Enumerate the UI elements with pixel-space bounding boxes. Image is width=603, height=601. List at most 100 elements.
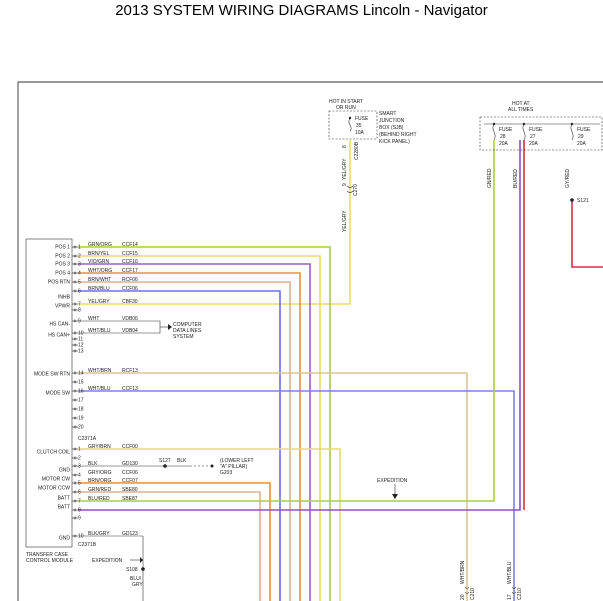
a-pin-num-6: 6 [78, 289, 81, 295]
b-wire-color-6: GRN/RED [88, 487, 111, 493]
b-pin-num-5: 5 [78, 481, 81, 487]
module-pin-label-6: INHB [58, 295, 71, 301]
b-pin-num-10: 10 [78, 534, 84, 540]
module-pin-label-14: MOTOR CW [42, 477, 71, 483]
a-pin-socket-icon [73, 280, 77, 284]
wire-b7 [78, 140, 521, 511]
module-pin-label-7: VPWR [55, 304, 70, 310]
c210-connector-icon [511, 586, 517, 594]
computer-label-2: DATA LINES [173, 328, 202, 334]
fuse-28-amp: 20A [499, 141, 509, 147]
hot-run-label-2: OR RUN [336, 105, 356, 111]
module-pin-label-8: HS CAN- [49, 322, 70, 328]
module-pin-label-9: HS CAN+ [48, 333, 70, 339]
a-pin-socket-icon [73, 371, 77, 375]
connector-a-label: C2371A [78, 436, 97, 442]
wire-a3 [78, 263, 311, 601]
a-pin-socket-icon [73, 302, 77, 306]
fuse-29-amp: 20A [577, 141, 587, 147]
a-circuit-1: CCF14 [122, 242, 138, 248]
c210-pin-17: 17 [507, 594, 513, 600]
a-pin-num-4: 4 [78, 271, 81, 277]
module-pin-label-16: BATT [58, 496, 70, 502]
wire-b5 [78, 491, 261, 601]
module-pin-label-5: POS RTN [48, 280, 71, 286]
sjb-line-2: JUNCTION [379, 118, 405, 124]
a-wire-color-2: BRN/YEL [88, 251, 110, 257]
a-pin-num-20: 20 [78, 425, 84, 431]
c270-connector-icon [346, 185, 354, 193]
sjb-pin: C2280B [354, 141, 360, 160]
connector-b-label: C2371B [78, 542, 97, 548]
module-pin-label-17: BATT [58, 505, 70, 511]
fuse-29-num: 29 [578, 134, 584, 140]
b-circuit-4: CCF06 [122, 470, 138, 476]
wire-a14 [78, 372, 468, 601]
fuse-27-amp: 20A [529, 141, 539, 147]
expedition-arrow-icon [392, 494, 398, 499]
b-wire-color-1: GRY/BRN [88, 444, 111, 450]
g203-label: G203 [220, 470, 232, 476]
wire-b4 [78, 482, 271, 601]
pin-marks [72, 245, 78, 538]
ground-loc-1: (LOWER LEFT [220, 458, 254, 464]
a-circuit-14: RCF13 [122, 368, 138, 374]
a-pin-socket-icon [73, 254, 77, 258]
computer-label-3: SYSTEM [173, 334, 194, 340]
module-pin-labels: POS 1 POS 2 POS 3 POS 4 POS RTN INHB VPWR HS CA… [34, 245, 71, 542]
a-pin-num-18: 18 [78, 407, 84, 413]
b-pin-num-9: 9 [78, 516, 81, 522]
a-pin-socket-icon [73, 262, 77, 266]
a-pin-socket-icon [73, 343, 77, 347]
hot-fuse-box [479, 116, 603, 151]
a-pin-num-16: 16 [78, 389, 84, 395]
wire-yel-gry [78, 140, 351, 305]
b-wire-color-5: BRN/ORG [88, 478, 111, 484]
c210-pin-20: 20 [460, 594, 466, 600]
b-circuit-3: GD130 [122, 461, 138, 467]
a-pin-socket-icon [73, 425, 77, 429]
expedition2-arrow-icon [140, 557, 143, 563]
a-circuit-4: CCF17 [122, 268, 138, 274]
s127-splice [163, 464, 167, 468]
module-pin-label-3: POS 3 [55, 262, 70, 268]
tccm-name-2: CONTROL MODULE [26, 558, 74, 564]
a-pin-socket-icon [73, 398, 77, 402]
b-pin-num-3: 3 [78, 464, 81, 470]
wire-yelgry-label-1: YEL/GRY [342, 158, 348, 180]
s127-label: S127 [159, 458, 171, 464]
module-pin-label-2: POS 2 [55, 254, 70, 260]
fuse35-label: FUSE [355, 116, 369, 122]
fuse35-amp: 10A [355, 130, 365, 136]
b-circuit-10: GD123 [122, 531, 138, 537]
fuse-29-icon [570, 124, 574, 141]
sjb-line-1: SMART [379, 111, 396, 117]
s108-splice [141, 567, 145, 571]
s108-label: S108 [126, 567, 138, 573]
module-pin-label-1: POS 1 [55, 245, 70, 251]
a-pin-socket-icon [73, 271, 77, 275]
b-pin-num-8: 8 [78, 508, 81, 514]
module-pin-label-4: POS 4 [55, 271, 70, 277]
expedition-label: EXPEDITION [377, 478, 408, 484]
b-pin-socket-icon [73, 464, 77, 468]
sjb-line-4: (BEHIND RIGHT [379, 132, 417, 138]
module-pin-label-15: MOTOR CCW [38, 486, 70, 492]
a-circuit-5: RCF06 [122, 277, 138, 283]
b-pin-socket-icon [73, 499, 77, 503]
a-pin-socket-icon [73, 380, 77, 384]
module-pin-label-18: GND [59, 536, 71, 542]
b-wire-color-4: GRY/ORG [88, 470, 112, 476]
a-pin-num-19: 19 [78, 416, 84, 422]
fuse-27-icon [522, 124, 526, 141]
b-pin-num-6: 6 [78, 490, 81, 496]
ground-loc-2: "A" PILLAR) [220, 464, 248, 470]
a-pin-socket-icon [73, 331, 77, 335]
a-circuit-2: CCF15 [122, 251, 138, 257]
hot-run-label-1: HOT IN START [329, 99, 363, 105]
expedition2-label: EXPEDITION [92, 558, 123, 564]
b-pin-socket-icon [73, 490, 77, 494]
a-wire-color-3: VIO/GRN [88, 259, 110, 265]
a-wire-color-7: YEL/GRY [88, 299, 110, 305]
